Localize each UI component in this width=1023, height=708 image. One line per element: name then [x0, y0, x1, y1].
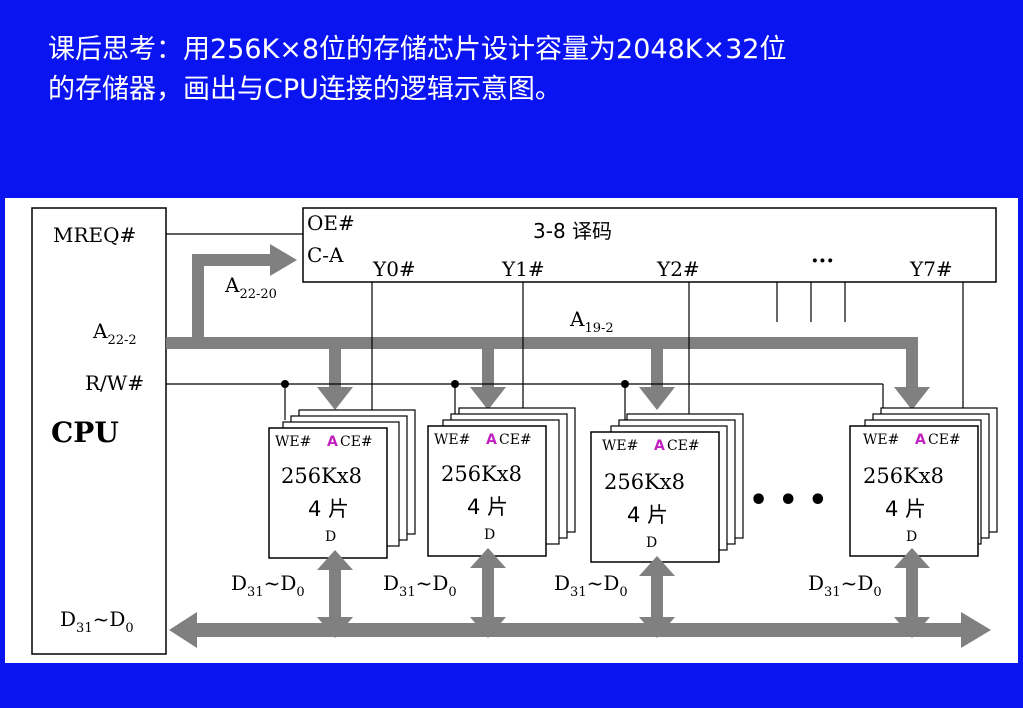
decoder-output-y0: Y0# [372, 257, 416, 281]
chip-7-we: WE# [863, 432, 899, 448]
address-bus [166, 244, 930, 410]
title-line-2: 的存储器，画出与CPU连接的逻辑示意图。 [48, 74, 562, 105]
chip-group-2: WE# A CE# 256Kx8 4 片 D [590, 413, 744, 563]
chip-0-count: 4 片 [308, 497, 349, 521]
decoder-output-y7: Y7# [909, 257, 953, 281]
chip-2-we: WE# [602, 438, 638, 454]
chip-0-ce: CE# [340, 434, 373, 450]
chip-2-a: A [654, 438, 665, 454]
chip-7-capacity: 256Kx8 [863, 464, 944, 488]
cpu-addr-label: A22-2 [92, 319, 137, 348]
chip-0-a: A [327, 434, 338, 450]
title-line-1: 课后思考：用256K×8位的存储芯片设计容量为2048K×32位 [48, 34, 787, 65]
cpu-rw-label: R/W# [85, 371, 144, 395]
chip-7-a: A [915, 432, 926, 448]
chip-2-count: 4 片 [627, 503, 668, 527]
chip-group-1: WE# A CE# 256Kx8 4 片 D [427, 407, 576, 557]
chip-0-we: WE# [275, 434, 311, 450]
chip-0-d: D [325, 529, 336, 545]
decoder-output-y1: Y1# [501, 257, 545, 281]
decoder-output-ellipsis: ··· [811, 248, 834, 274]
chip-7-count: 4 片 [885, 497, 926, 521]
chip-2-capacity: 256Kx8 [604, 470, 685, 494]
chip-1-d: D [484, 527, 495, 543]
data-label-1: D31~D0 [383, 571, 457, 600]
chip-1-count: 4 片 [467, 495, 508, 519]
data-label-7: D31~D0 [808, 571, 882, 600]
cpu-box [31, 207, 167, 655]
chip-ellipsis: • • • [749, 483, 827, 518]
slide-title: 课后思考：用256K×8位的存储芯片设计容量为2048K×32位 的存储器，画出… [48, 30, 978, 110]
chip-1-a: A [486, 432, 497, 448]
chip-1-ce: CE# [499, 432, 532, 448]
cpu-data-label: D31~D0 [60, 607, 134, 636]
chip-7-d: D [906, 529, 917, 545]
chip-2-ce: CE# [667, 438, 700, 454]
addr-high-label: A22-20 [224, 273, 277, 302]
decoder-box [302, 207, 997, 283]
chip-2-d: D [646, 535, 657, 551]
decoder-output-lines [371, 282, 964, 420]
decoder-output-y2: Y2# [656, 257, 700, 281]
data-label-2: D31~D0 [554, 571, 628, 600]
decoder-ca-label: C-A [307, 243, 344, 267]
addr-low-label: A19-2 [569, 307, 614, 336]
chip-0-capacity: 256Kx8 [281, 464, 362, 488]
decoder-oe-label: OE# [307, 211, 355, 235]
chip-1-we: WE# [434, 432, 470, 448]
chip-1-capacity: 256Kx8 [441, 462, 522, 486]
decoder-title: 3-8 译码 [533, 219, 612, 243]
data-bus [169, 548, 991, 648]
cpu-mreq-label: MREQ# [53, 223, 136, 247]
cpu-label: CPU [51, 416, 119, 449]
data-label-0: D31~D0 [231, 571, 305, 600]
chip-7-ce: CE# [928, 432, 961, 448]
memory-cpu-diagram: CPU MREQ# A22-2 R/W# D31~D0 OE# C-A 3-8 … [5, 198, 1018, 663]
chip-group-7: WE# A CE# 256Kx8 4 片 D [849, 407, 998, 557]
chip-group-0: WE# A CE# 256Kx8 4 片 D [268, 409, 416, 559]
